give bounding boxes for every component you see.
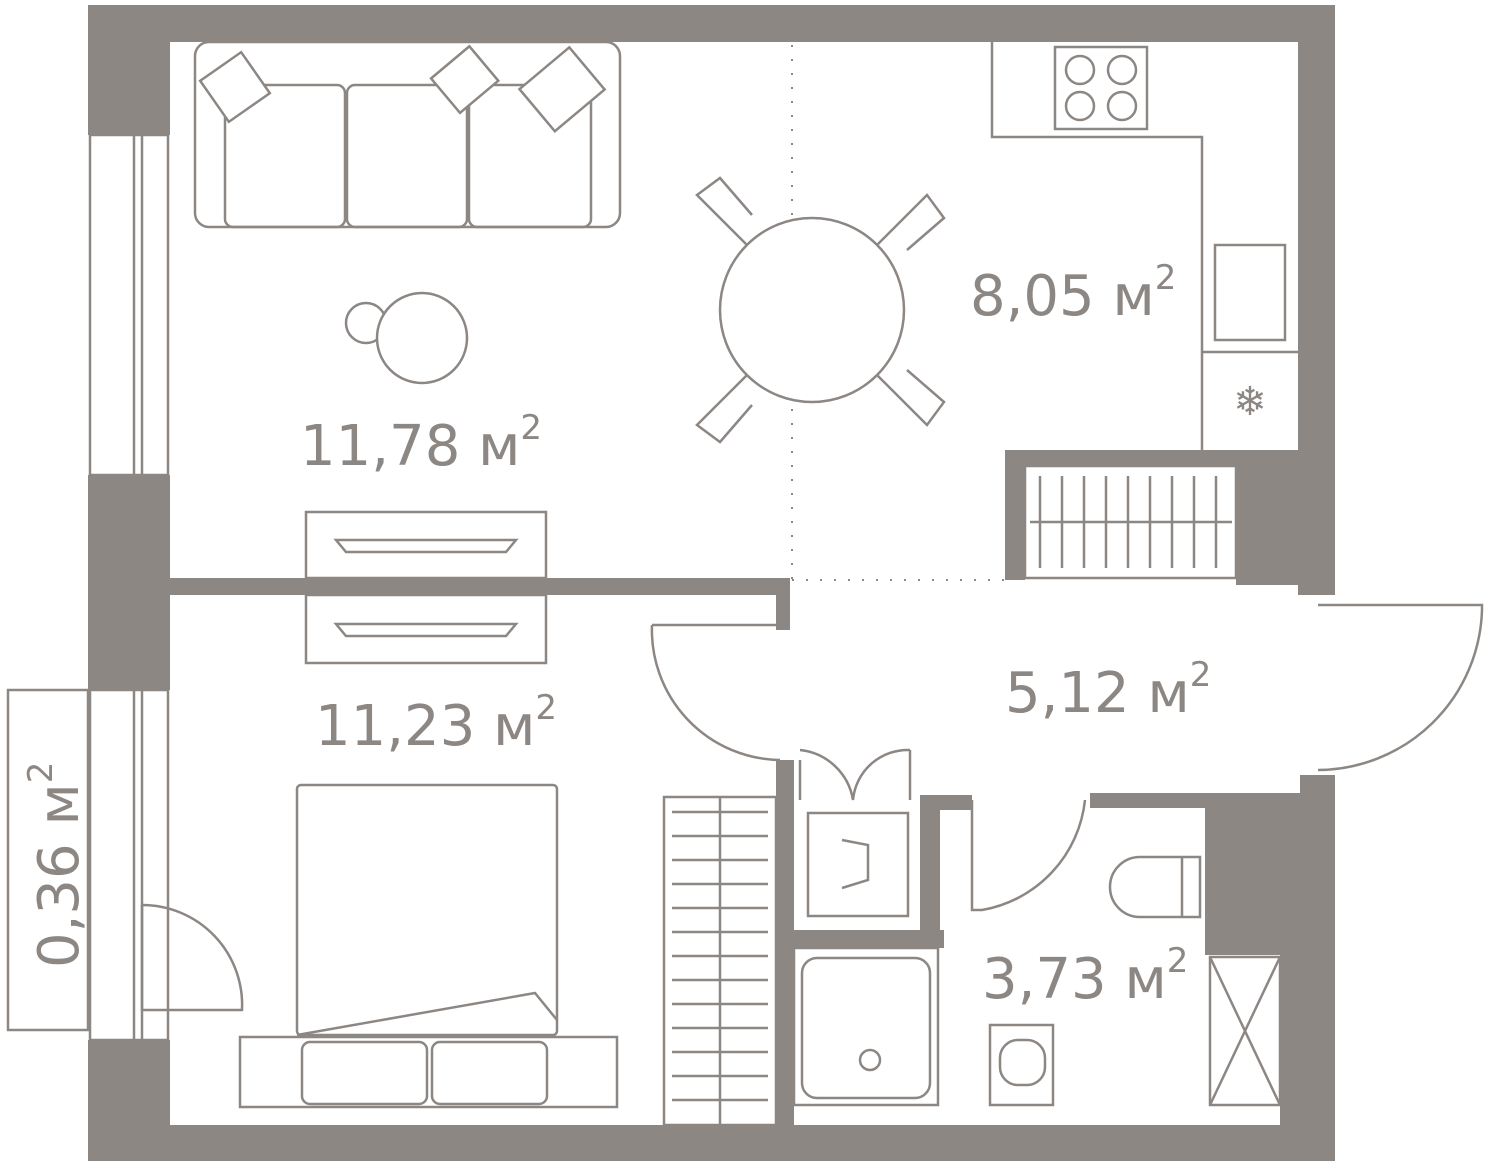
wardrobe-kitchen bbox=[1023, 464, 1238, 580]
sofa bbox=[193, 40, 622, 229]
room-area-kitchen: 8,05 м2 bbox=[970, 258, 1176, 329]
wardrobe-bedroom bbox=[662, 795, 778, 1127]
dining-table bbox=[695, 176, 946, 444]
ventilation-shaft bbox=[1208, 955, 1282, 1107]
bathroom-door bbox=[970, 799, 1087, 912]
room-area-bathroom: 3,73 м2 bbox=[982, 941, 1188, 1012]
sink bbox=[988, 1023, 1055, 1107]
room-area-bedroom: 11,23 м2 bbox=[315, 688, 557, 759]
bed bbox=[238, 783, 619, 1109]
room-area-living: 11,78 м2 bbox=[300, 408, 542, 479]
balcony bbox=[6, 688, 90, 1032]
entrance-door bbox=[650, 603, 1484, 772]
coffee-table bbox=[344, 291, 469, 385]
room-area-hallway: 5,12 м2 bbox=[1005, 655, 1211, 726]
balcony-door bbox=[140, 903, 244, 1012]
walls bbox=[88, 5, 1335, 1161]
room-area-balcony: 0,36 м2 bbox=[21, 762, 92, 968]
windows bbox=[88, 133, 170, 1042]
fridge-icon: ❄ bbox=[1233, 379, 1267, 424]
kitchen-counter: ❄ bbox=[990, 42, 1298, 450]
washing-machine bbox=[798, 748, 912, 918]
bathtub bbox=[792, 946, 940, 1107]
tv-stand bbox=[304, 510, 548, 665]
toilet bbox=[1108, 855, 1202, 919]
